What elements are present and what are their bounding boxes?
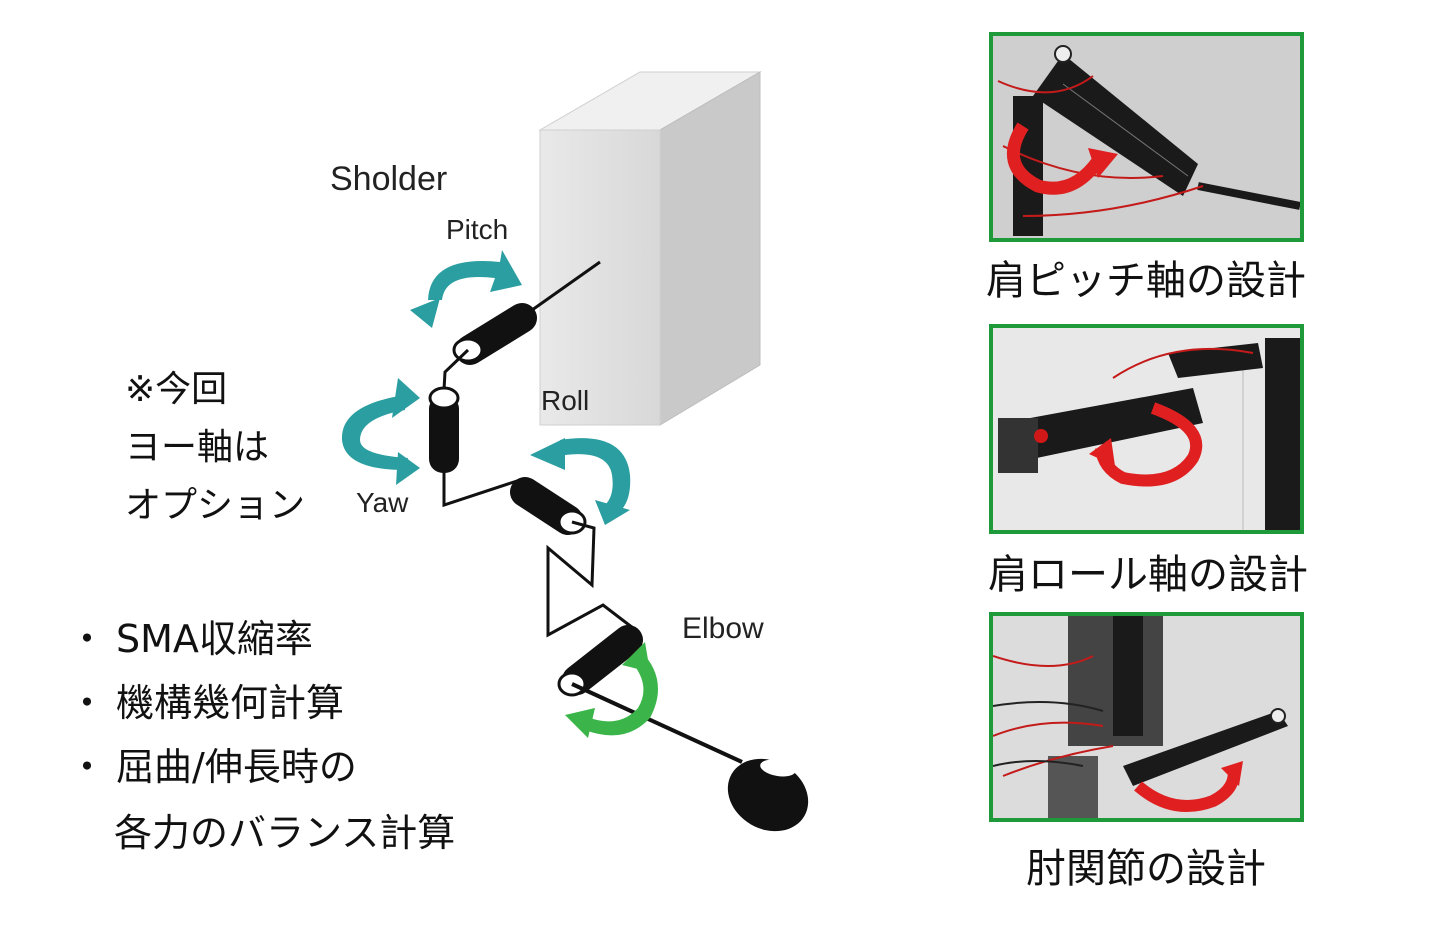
bullet-marker: ・ xyxy=(68,681,107,725)
bullet-text: 屈曲/伸長時の xyxy=(116,745,357,789)
hand-shape xyxy=(727,758,809,832)
pitch-rotation-arrows xyxy=(410,250,522,328)
shoulder-pitch-caption: 肩ピッチ軸の設計 xyxy=(986,258,1306,304)
shoulder-roll-photo xyxy=(989,324,1304,534)
bullet-marker: ・ xyxy=(68,745,107,789)
shoulder-label: Sholder xyxy=(330,160,448,198)
roll-joint-cylinder xyxy=(510,477,587,535)
shoulder-block xyxy=(538,71,762,426)
elbow-photo-image xyxy=(993,616,1300,818)
upper-arm-link xyxy=(546,520,634,638)
elbow-joint-cylinder xyxy=(557,625,643,697)
bullet-marker: ・ xyxy=(68,617,107,661)
shoulder-pitch-photo xyxy=(989,32,1304,242)
arm-mechanism-diagram xyxy=(341,71,809,832)
yaw-rotation-arrows xyxy=(341,378,420,485)
roll-rotation-arrows xyxy=(530,438,631,525)
elbow-caption: 肘関節の設計 xyxy=(1026,846,1266,892)
elbow-rotation-arrows xyxy=(565,642,658,738)
list-item: ・機構幾何計算 xyxy=(68,672,344,727)
list-item: ・SMA収縮率 xyxy=(68,608,313,663)
note-line-2: ヨー軸は xyxy=(125,427,270,468)
shoulder-pitch-photo-image xyxy=(993,36,1300,238)
pitch-yaw-link xyxy=(442,348,470,391)
bullet-text: 機構幾何計算 xyxy=(116,681,345,725)
elbow-label: Elbow xyxy=(682,612,764,645)
shoulder-roll-photo-image xyxy=(993,328,1300,530)
note-line-3: オプション xyxy=(125,485,306,526)
bullet-text: SMA収縮率 xyxy=(116,617,313,661)
shoulder-roll-caption: 肩ロール軸の設計 xyxy=(988,552,1308,598)
bullet-text: 各力のバランス計算 xyxy=(114,811,456,855)
list-item: 各力のバランス計算 xyxy=(114,802,455,857)
note-line-1: ※今回 xyxy=(125,369,228,410)
shoulder-shaft xyxy=(524,260,601,317)
forearm-link xyxy=(571,682,743,764)
elbow-photo xyxy=(989,612,1304,822)
yaw-joint-cylinder xyxy=(428,386,460,473)
list-item: ・屈曲/伸長時の xyxy=(68,736,357,791)
roll-label: Roll xyxy=(541,385,590,416)
yaw-roll-link xyxy=(442,473,521,508)
yaw-label: Yaw xyxy=(356,487,409,518)
pitch-label: Pitch xyxy=(446,214,509,245)
